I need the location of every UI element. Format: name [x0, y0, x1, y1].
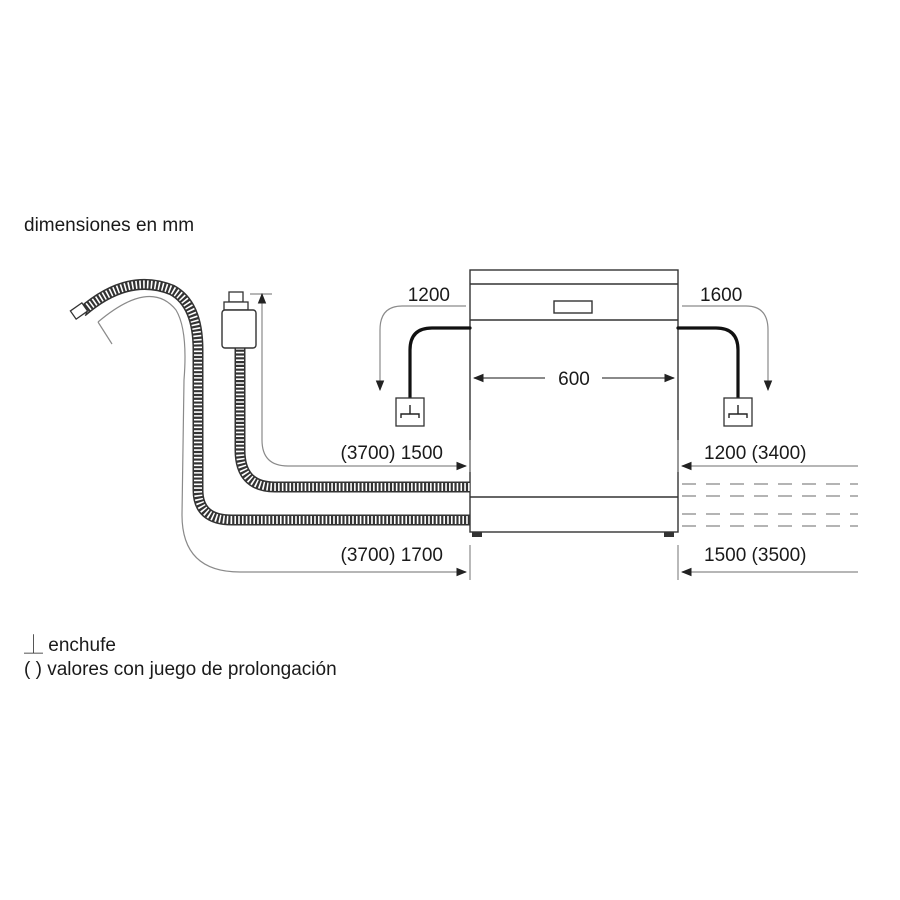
- socket-icon: [395, 397, 425, 427]
- socket-icon: ⏊: [24, 635, 44, 656]
- water-inlet-hose-icon: [69, 278, 470, 526]
- legend-socket: ⏊ enchufe: [24, 634, 116, 658]
- legend-extension-label: valores con juego de prolongación: [47, 659, 337, 680]
- inlet-hose-right-label: 1500 (3500): [704, 545, 806, 566]
- width-label: 600: [558, 369, 590, 390]
- drain-hose-icon: [234, 348, 470, 493]
- drain-hose-right-dimension: 1200 (3400): [680, 443, 858, 471]
- foot-right: [664, 532, 674, 537]
- dishwasher-outline: [469, 269, 679, 537]
- drain-hose-left-dimension: (3700) 1500: [250, 292, 468, 471]
- right-hoses-dashed: [682, 483, 858, 527]
- drain-hose-right-label: 1200 (3400): [704, 443, 806, 464]
- power-cable-right-label: 1600: [700, 285, 742, 306]
- power-cable-right: 1600: [676, 285, 773, 427]
- width-dimension: 600: [472, 369, 676, 390]
- control-panel-display: [553, 300, 593, 314]
- bracket-symbol: ( ): [24, 659, 42, 680]
- drain-hose-left-label: (3700) 1500: [341, 443, 443, 464]
- power-cable-left-label: 1200: [408, 285, 450, 306]
- power-cable-left: 1200: [375, 285, 472, 427]
- inlet-hose-left-label: (3700) 1700: [341, 545, 443, 566]
- aquastop-valve-icon: [221, 291, 257, 349]
- foot-left: [472, 532, 482, 537]
- socket-icon: [723, 397, 753, 427]
- inlet-hose-left-dimension: (3700) 1700: [97, 295, 468, 577]
- units-note: dimensiones en mm: [24, 215, 195, 236]
- legend-socket-label: enchufe: [48, 635, 116, 656]
- inlet-hose-right-dimension: 1500 (3500): [680, 545, 858, 577]
- legend-extension: ( ) valores con juego de prolongación: [24, 658, 337, 682]
